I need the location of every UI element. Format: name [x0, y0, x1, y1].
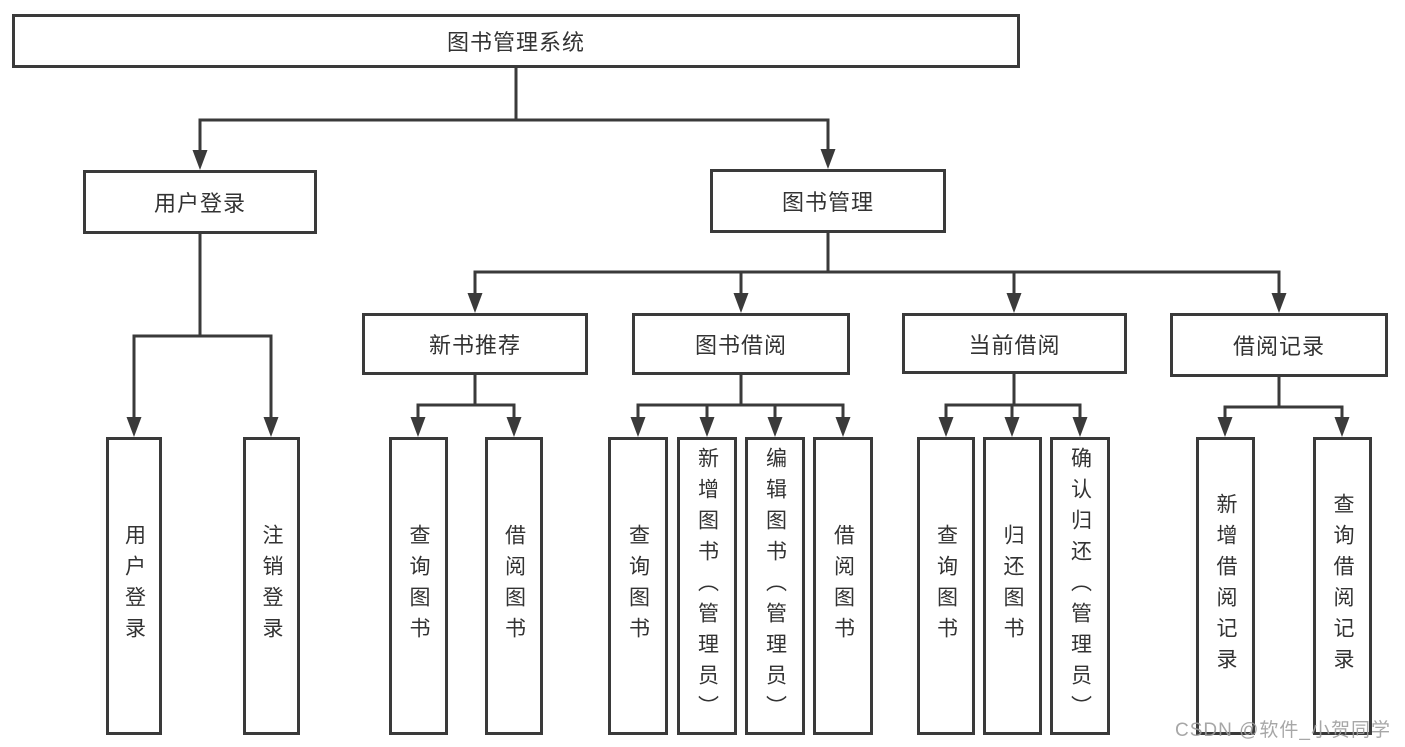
node-current-borrowing: 当前借阅: [902, 313, 1127, 374]
leaf-edit-books-admin: 编辑图书（管理员）: [745, 437, 805, 735]
leaf-user-login: 用户登录: [106, 437, 162, 735]
leaf-borrow-books-recommend: 借阅图书: [485, 437, 543, 735]
csdn-watermark: CSDN @软件_小贺同学: [1175, 720, 1391, 741]
leaf-add-borrow-record: 新增借阅记录: [1196, 437, 1255, 735]
leaf-query-books-recommend: 查询图书: [389, 437, 448, 735]
leaf-borrow-books: 借阅图书: [813, 437, 873, 735]
node-book-management: 图书管理: [710, 169, 946, 233]
leaf-query-books-borrow: 查询图书: [608, 437, 668, 735]
node-new-book-recommend: 新书推荐: [362, 313, 588, 375]
node-user-login: 用户登录: [83, 170, 317, 234]
leaf-logout: 注销登录: [243, 437, 300, 735]
node-borrowing-records: 借阅记录: [1170, 313, 1388, 377]
node-book-borrowing: 图书借阅: [632, 313, 850, 375]
node-library-management-system: 图书管理系统: [12, 14, 1020, 68]
leaf-confirm-return-admin: 确认归还（管理员）: [1050, 437, 1110, 735]
leaf-query-books-current: 查询图书: [917, 437, 975, 735]
leaf-query-borrow-record: 查询借阅记录: [1313, 437, 1372, 735]
leaf-return-books: 归还图书: [983, 437, 1042, 735]
leaf-add-books-admin: 新增图书（管理员）: [677, 437, 737, 735]
